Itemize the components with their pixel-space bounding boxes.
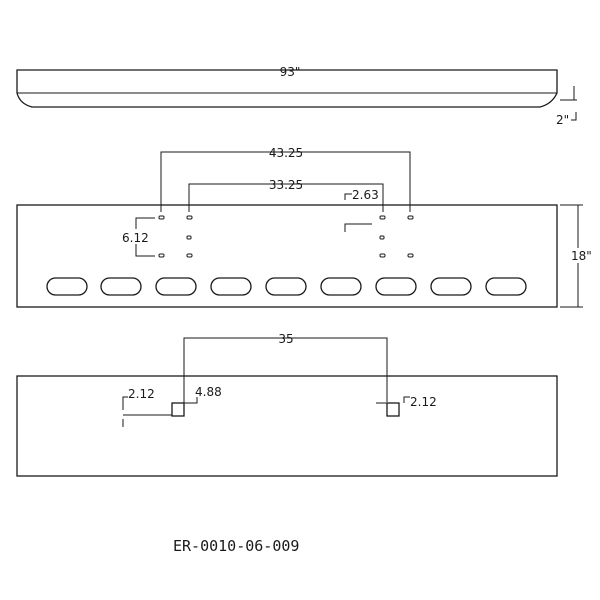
light-slot xyxy=(320,277,362,296)
mounting-hole xyxy=(407,215,414,220)
mounting-hole xyxy=(158,253,165,258)
mounting-hole xyxy=(158,215,165,220)
plate-height-label-mask xyxy=(570,248,596,263)
vertical-dimension-line xyxy=(184,397,198,404)
span-inner-dimension-line xyxy=(188,183,384,212)
left-notch xyxy=(171,402,185,417)
mounting-hole xyxy=(186,215,193,220)
back-span-dimension-line xyxy=(183,337,388,415)
right-offset-dimension-line xyxy=(403,396,410,403)
span-outer-dimension-line xyxy=(160,151,411,212)
length-dimension-label: 93" xyxy=(280,65,301,79)
mounting-hole xyxy=(407,253,414,258)
light-slot xyxy=(210,277,252,296)
light-slot xyxy=(265,277,307,296)
right-notch xyxy=(386,402,400,417)
hole-spacing-dimension-label: 6.12 xyxy=(122,231,149,245)
right-offset-dimension-label: 2.12 xyxy=(410,395,437,409)
top-view: 93" 2" xyxy=(16,65,577,127)
height-leader-hook xyxy=(571,112,577,121)
bar-profile-outline xyxy=(16,69,558,108)
offset-dimension-label: 2.63 xyxy=(352,188,379,202)
left-offset-dimension-label: 2.12 xyxy=(128,387,155,401)
mounting-hole xyxy=(379,215,386,220)
back-plate-outline xyxy=(16,375,558,477)
center-mark xyxy=(379,235,385,240)
light-slot xyxy=(485,277,527,296)
back-span-dimension-label: 35 xyxy=(278,332,293,346)
front-view: 43.25 33.25 2.63 6.12 xyxy=(16,146,596,308)
back-view: 35 2.12 4.88 2.12 xyxy=(16,332,558,477)
light-slot xyxy=(46,277,88,296)
light-slot xyxy=(375,277,417,296)
span-inner-dimension-label: 33.25 xyxy=(269,178,303,192)
offset-dimension-line xyxy=(344,193,352,200)
span-outer-dimension-label: 43.25 xyxy=(269,146,303,160)
front-plate-outline xyxy=(16,204,558,308)
left-offset-dimension-line xyxy=(122,396,128,410)
light-slot xyxy=(155,277,197,296)
part-number: ER-0010-06-009 xyxy=(173,537,299,555)
offset-leader-line xyxy=(344,223,372,232)
plate-height-dimension-label: 18" xyxy=(571,249,592,263)
hole-spacing-label-mask xyxy=(120,229,154,244)
center-mark xyxy=(186,235,192,240)
vertical-dimension-label: 4.88 xyxy=(195,385,222,399)
mounting-hole xyxy=(186,253,193,258)
light-slot xyxy=(430,277,472,296)
light-slot xyxy=(100,277,142,296)
mounting-hole xyxy=(379,253,386,258)
height-dimension-label: 2" xyxy=(556,113,569,127)
